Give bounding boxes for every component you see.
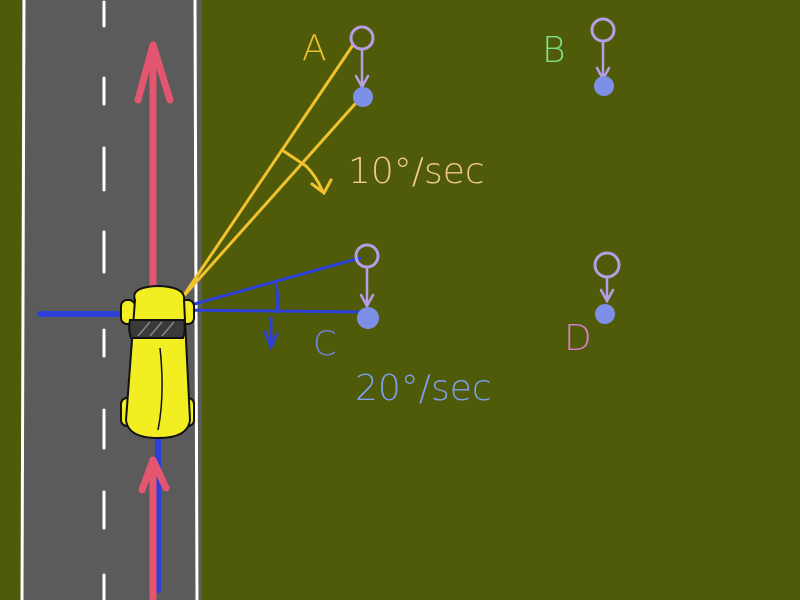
target-d-end-marker [595,304,615,324]
rate-label-c: 20°/sec [355,368,492,409]
car-windshield [128,319,186,339]
target-b-end-marker [594,76,614,96]
yellow-car [120,284,195,440]
sightlines-to-c [178,256,366,351]
label-d: D [564,318,592,359]
target-b [590,17,616,96]
target-d [593,251,621,324]
label-a: A [302,28,327,69]
target-c [354,243,380,329]
travel-direction-arrow [134,41,174,600]
label-c: C [313,324,337,364]
label-b: B [542,30,566,71]
target-c-end-marker [357,307,379,329]
sightlines-to-a [180,43,357,300]
rate-label-a: 10°/sec [348,151,485,192]
target-a-end-marker [353,87,373,107]
target-a [349,25,375,107]
